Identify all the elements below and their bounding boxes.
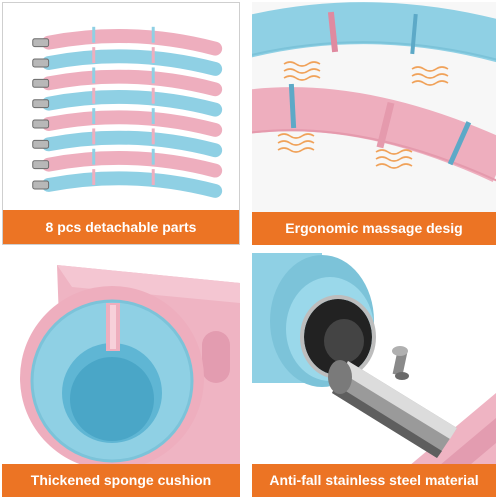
- segment-band: [151, 67, 155, 84]
- steel-connector-icon: [32, 180, 50, 190]
- segment-band: [92, 148, 96, 165]
- segment-band: [92, 67, 96, 84]
- segment-band: [92, 47, 96, 64]
- steel-connector-icon: [32, 99, 50, 109]
- segment-band: [151, 108, 155, 124]
- steel-connector-illustration: [252, 253, 496, 497]
- hoop-segment: [41, 29, 223, 56]
- steel-connector-icon: [32, 160, 50, 170]
- segment-band: [92, 169, 96, 185]
- segment-band: [92, 108, 96, 124]
- hoop-segment: [41, 90, 223, 117]
- panel-ergonomic-massage: Ergonomic massage desig: [252, 2, 496, 245]
- massage-hoop-illustration: [252, 2, 496, 245]
- sponge-cross-section-illustration: [2, 253, 240, 497]
- segment-band: [151, 47, 155, 64]
- wave-icon: [277, 61, 449, 169]
- hoop-segment: [41, 151, 223, 178]
- steel-connector-icon: [32, 119, 50, 129]
- segment-band: [151, 87, 155, 104]
- detachable-parts-illustration: [3, 3, 239, 244]
- panel-stainless-steel: Anti-fall stainless steel material: [252, 253, 496, 497]
- caption-detachable-parts: 8 pcs detachable parts: [3, 210, 239, 244]
- hoop-segment: [41, 171, 223, 198]
- panel-detachable-parts: 8 pcs detachable parts: [2, 2, 240, 245]
- segment-band: [92, 87, 96, 104]
- segment-band: [92, 128, 96, 145]
- caption-stainless-steel: Anti-fall stainless steel material: [252, 464, 496, 497]
- segment-band: [151, 148, 155, 165]
- segment-band: [151, 26, 155, 43]
- caption-thickened-sponge: Thickened sponge cushion: [2, 464, 240, 497]
- steel-connector-icon: [32, 78, 50, 88]
- steel-connector-icon: [32, 58, 50, 68]
- segment-band: [151, 169, 155, 185]
- segment-band: [151, 128, 155, 145]
- caption-ergonomic-massage: Ergonomic massage desig: [252, 212, 496, 245]
- hoop-segment: [41, 69, 223, 97]
- hoop-segment: [41, 110, 223, 137]
- steel-connector-icon: [32, 38, 50, 48]
- hoop-segment: [41, 130, 223, 158]
- segment-band: [92, 26, 96, 43]
- hoop-segment: [41, 49, 223, 76]
- panel-thickened-sponge: Thickened sponge cushion: [2, 253, 240, 497]
- steel-connector-icon: [32, 139, 50, 149]
